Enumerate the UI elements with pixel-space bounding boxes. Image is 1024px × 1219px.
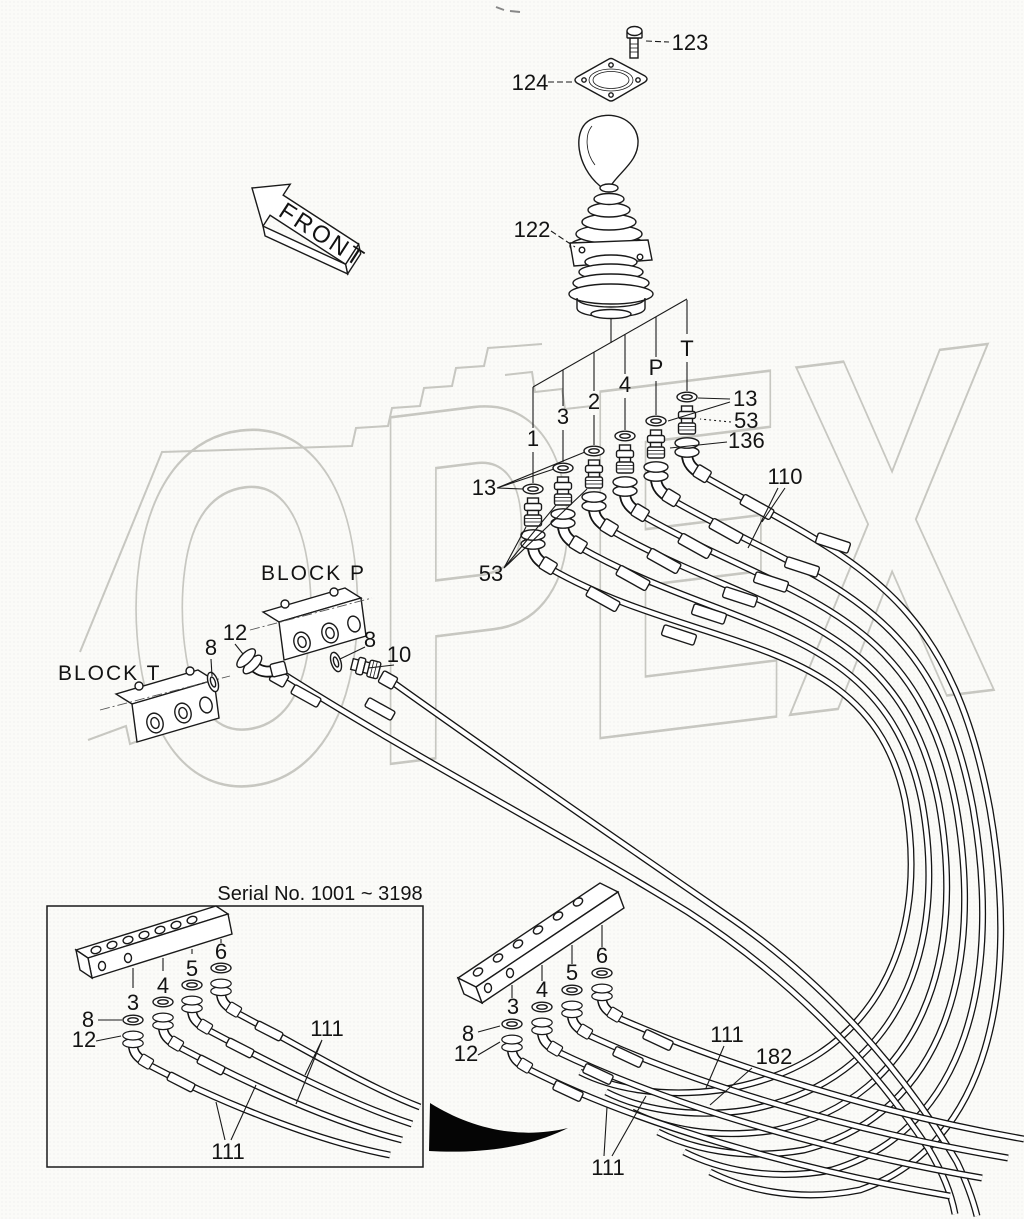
label-oring-13-left: 13 bbox=[472, 475, 496, 500]
watermark-gear-edge bbox=[79, 343, 543, 653]
label-bolt-123: 123 bbox=[672, 30, 709, 55]
label-ld-port6: 6 bbox=[215, 939, 227, 964]
label-ld-elbow-12: 12 bbox=[72, 1027, 96, 1052]
callout-leaders bbox=[210, 40, 786, 677]
label-rd-elbow-12: 12 bbox=[454, 1041, 478, 1066]
label-elbow-12: 12 bbox=[223, 620, 247, 645]
label-rd-hose-111-lower: 111 bbox=[591, 1155, 624, 1180]
label-elbow-136: 136 bbox=[728, 428, 765, 453]
left-detail-fittings bbox=[123, 962, 242, 1069]
label-oring-8b: 8 bbox=[364, 627, 376, 652]
label-valve-122: 122 bbox=[514, 217, 551, 242]
port-leader-lines bbox=[532, 298, 688, 483]
label-oring-8a: 8 bbox=[205, 635, 217, 660]
left-detail-leaders bbox=[95, 939, 323, 1141]
label-ld-port3: 3 bbox=[127, 990, 139, 1015]
right-manifold-bar bbox=[456, 882, 625, 1005]
block-p bbox=[249, 587, 373, 661]
pilot-valve-122 bbox=[568, 114, 654, 320]
front-arrow: FRONT bbox=[251, 183, 371, 276]
label-port-t: T bbox=[680, 336, 693, 361]
label-block-p: BLOCK P bbox=[261, 562, 366, 585]
label-fitting-53-left: 53 bbox=[479, 561, 503, 586]
label-fitting-10: 10 bbox=[387, 642, 411, 667]
swoosh-arrow bbox=[429, 1103, 568, 1152]
detail-box-border bbox=[46, 905, 424, 1168]
label-ld-hose-111-lower: 111 bbox=[211, 1139, 244, 1164]
label-rd-port6: 6 bbox=[596, 943, 608, 968]
label-plate-124: 124 bbox=[512, 70, 549, 95]
labels: 123 124 122 1 3 2 4 P T 13 53 13 53 136 … bbox=[58, 30, 803, 1180]
label-port-1: 1 bbox=[527, 426, 539, 451]
left-detail-box bbox=[46, 905, 424, 1168]
block-t bbox=[99, 666, 231, 743]
label-ld-hose-111-upper: 111 bbox=[310, 1016, 343, 1041]
label-port-4: 4 bbox=[619, 372, 631, 397]
label-oring-13-right: 13 bbox=[733, 386, 757, 411]
bolt-123 bbox=[626, 25, 643, 59]
label-fitting-53-right: 53 bbox=[734, 408, 758, 433]
label-rd-hose-182: 182 bbox=[756, 1044, 793, 1069]
front-arrow-face bbox=[251, 183, 360, 266]
right-detail bbox=[456, 882, 1024, 1196]
joystick-handle bbox=[578, 114, 639, 190]
label-rd-port4: 4 bbox=[536, 977, 548, 1002]
label-rd-oring-8: 8 bbox=[462, 1021, 474, 1046]
label-ld-oring-8: 8 bbox=[82, 1007, 94, 1032]
label-port-3: 3 bbox=[557, 404, 569, 429]
serial-note: Serial No. 1001 ~ 3198 bbox=[217, 883, 422, 905]
label-port-p: P bbox=[649, 355, 664, 380]
hose-bundle-110 bbox=[551, 477, 1001, 1195]
label-ld-port4: 4 bbox=[157, 973, 169, 998]
label-rd-port5: 5 bbox=[566, 960, 578, 985]
label-block-t: BLOCK T bbox=[58, 662, 161, 685]
label-ld-port5: 5 bbox=[186, 956, 198, 981]
label-rd-hose-111-upper: 111 bbox=[710, 1022, 743, 1047]
hose-crimp-sleeves bbox=[585, 493, 852, 646]
label-port-2: 2 bbox=[588, 389, 600, 414]
mounting-plate-124 bbox=[574, 57, 648, 102]
watermark-gear-steps bbox=[504, 370, 593, 411]
left-manifold-bar bbox=[74, 905, 233, 980]
label-rd-port3: 3 bbox=[507, 994, 519, 1019]
label-hose-110: 110 bbox=[767, 464, 802, 489]
right-detail-leaders bbox=[477, 925, 753, 1157]
scan-smudge bbox=[495, 6, 521, 13]
